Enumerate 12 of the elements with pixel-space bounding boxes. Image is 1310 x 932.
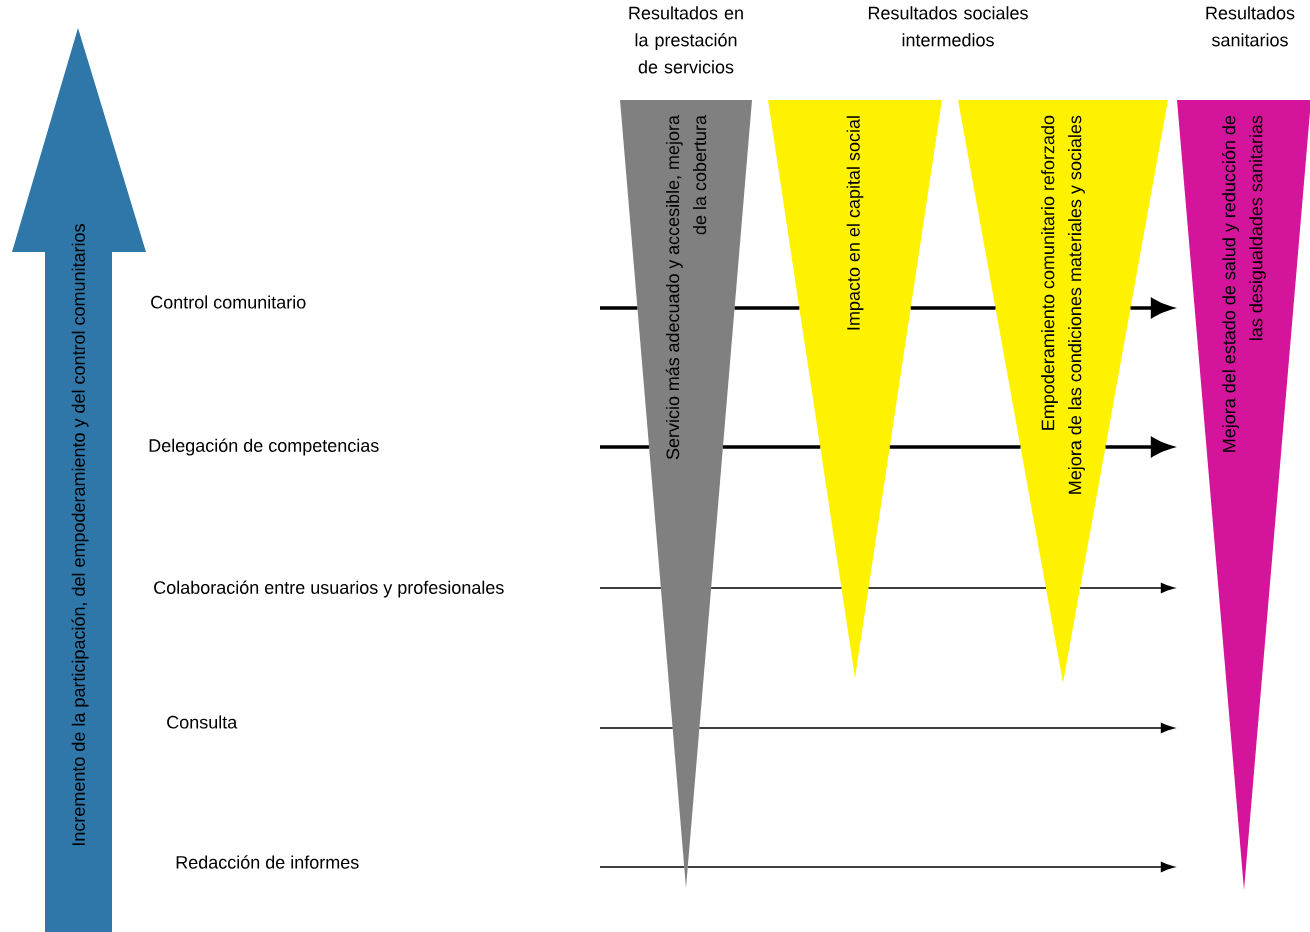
column-heading: Resultados sociales intermedios — [868, 6, 1028, 47]
triangle-band: Impacto en el capital social — [768, 100, 942, 678]
column-heading: Resultados en la prestación de servicios — [629, 6, 743, 74]
triangle-band: Servicio más adecuado y accesible, mejora de la cobertura — [620, 100, 752, 888]
column-heading: Resultados sanitarios — [1206, 6, 1295, 47]
arrow — [599, 583, 1175, 593]
arrow — [599, 862, 1175, 872]
level-label: Redacción de informes — [176, 855, 359, 869]
triangle-band: Mejora del estado de salud y reducción de las desigualdades sanitarias — [1177, 100, 1310, 890]
triangle-band: Empoderamiento comunitario reforzado Mejora de las condiciones materiales y sociales — [958, 100, 1168, 683]
arrow — [599, 723, 1175, 733]
level-label: Consulta — [167, 715, 238, 729]
